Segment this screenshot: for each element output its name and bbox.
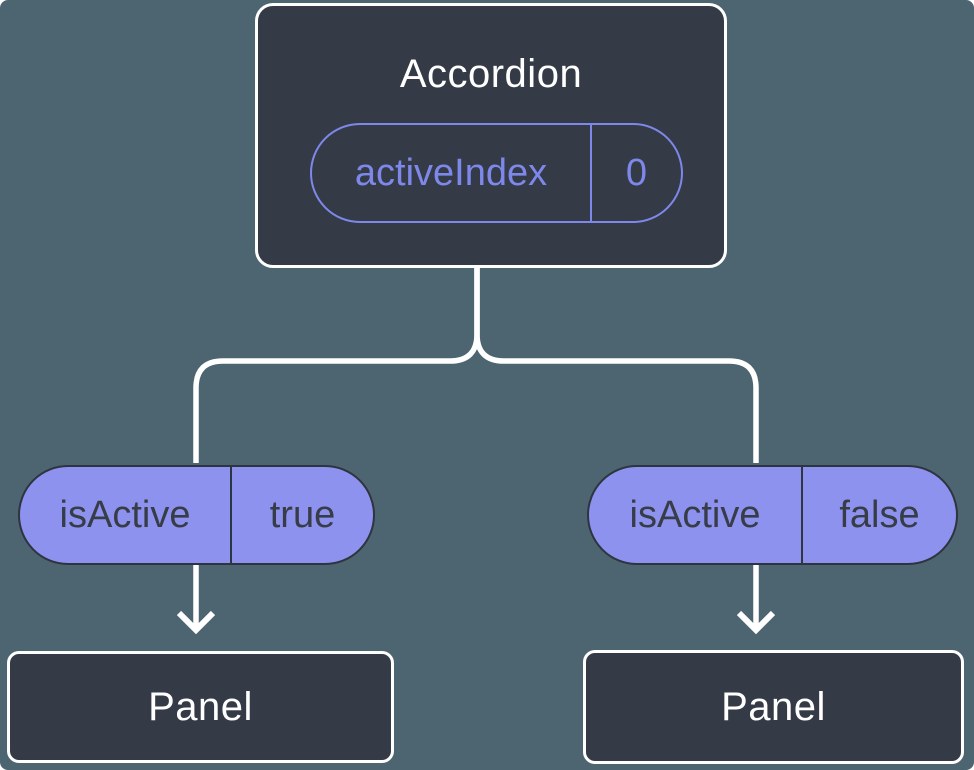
arrow-down-icon — [176, 610, 216, 635]
panel-node-left: Panel — [7, 651, 394, 763]
state-pill-activeindex: activeIndex 0 — [310, 123, 683, 223]
connector-root-to-left-pill — [193, 268, 480, 463]
accordion-node: Accordion activeIndex 0 — [255, 3, 727, 268]
arrow-down-icon — [736, 610, 776, 635]
prop-pill-value: true — [269, 493, 336, 536]
accordion-node-title: Accordion — [399, 52, 583, 96]
panel-node-title: Panel — [721, 684, 826, 729]
state-pill-name: activeIndex — [312, 125, 592, 221]
prop-pill-isactive-right: isActive false — [587, 465, 958, 565]
state-pill-value: 0 — [625, 151, 648, 194]
prop-pill-isactive-left: isActive true — [18, 465, 375, 565]
panel-node-right: Panel — [583, 650, 964, 764]
prop-pill-name: isActive — [20, 467, 232, 563]
prop-pill-value: false — [839, 493, 920, 536]
connector-root-to-right-pill — [474, 268, 759, 463]
panel-node-title: Panel — [148, 684, 253, 729]
prop-pill-name: isActive — [589, 467, 803, 563]
